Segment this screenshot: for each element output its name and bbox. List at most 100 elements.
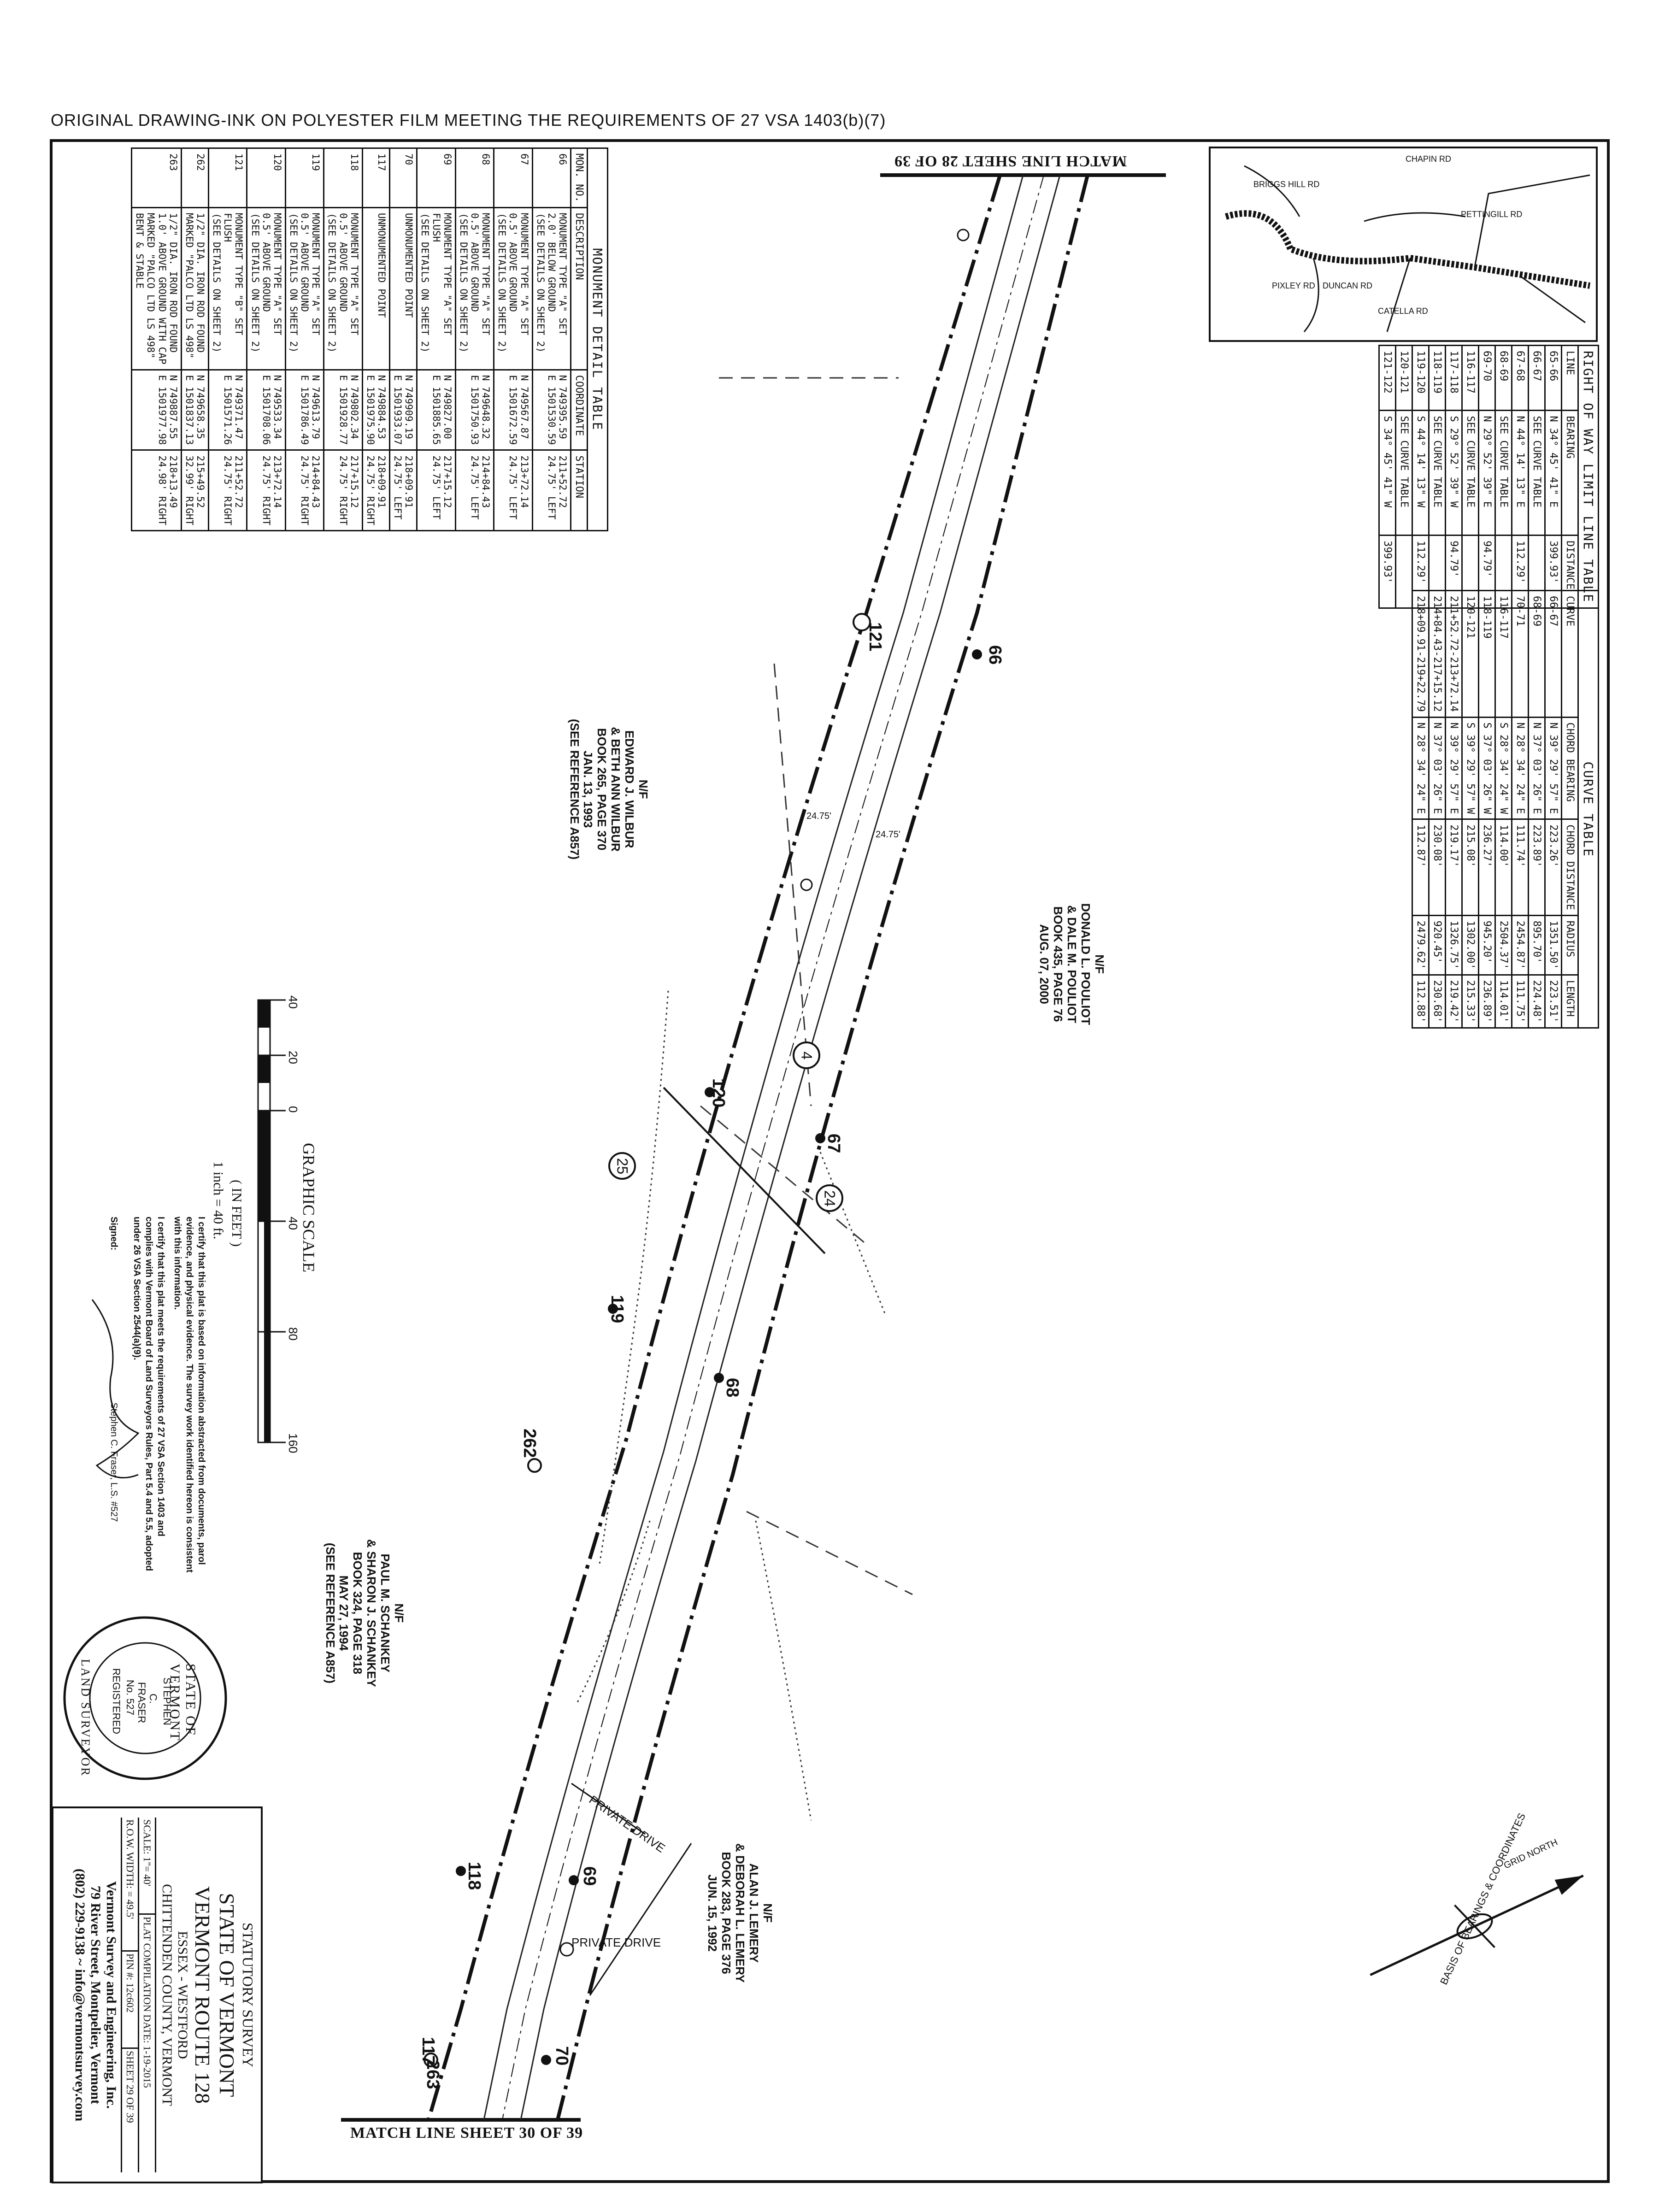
- cell: 112.88': [1412, 975, 1429, 1028]
- mon-col-station: STATION: [571, 450, 588, 531]
- cell: 118-119: [1429, 345, 1446, 411]
- map-label-catella: CATELLA RD: [1378, 306, 1428, 316]
- cell: MONUMENT TYPE "A" SET 2.0' BELOW GROUND …: [532, 207, 571, 370]
- map-label-pixley: PIXLEY RD: [1272, 281, 1315, 290]
- cell: N 749613.79 E 1501786.49: [285, 370, 324, 450]
- map-label-pettingill: PETTINGILL RD: [1461, 210, 1523, 219]
- cell: 68: [455, 148, 494, 208]
- cell: 262: [181, 148, 209, 208]
- cell: S 29° 52' 39" W: [1445, 410, 1462, 535]
- certification-p1: I certify that this plat is based on inf…: [172, 1217, 206, 1573]
- cell: 70: [389, 148, 417, 208]
- cell: MONUMENT TYPE "B" SET FLUSH (SEE DETAILS…: [208, 207, 247, 370]
- cell: 111.75': [1512, 975, 1529, 1028]
- cell: [1395, 535, 1412, 608]
- row-width: R.O.W. WIDTH: = 49.5': [122, 1818, 138, 1952]
- cell: 120-121: [1462, 590, 1479, 718]
- cell: 223.51': [1545, 975, 1562, 1028]
- owner-label-lemery: N/F ALAN J. LEMERY & DEBORAH L. LEMERY B…: [706, 1843, 775, 1983]
- firm-address: 79 River Street, Montpelier, Vermont: [88, 1885, 103, 2105]
- cell: 69-70: [1478, 345, 1495, 411]
- seal-name1: STEPHEN: [161, 1677, 173, 1725]
- cell: MONUMENT TYPE "A" SET FLUSH (SEE DETAILS…: [417, 207, 456, 370]
- cell: 67-68: [1512, 345, 1529, 411]
- cell: 1/2" DIA. IRON ROD FOUND 1.0' ABOVE GROU…: [131, 207, 182, 370]
- cell: S 44° 14' 13" W: [1412, 410, 1429, 535]
- cell: 1/2" DIA. IRON ROD FOUND MARKED "PALCO L…: [181, 207, 209, 370]
- cell: N 749909.19 E 1501933.07: [389, 370, 417, 450]
- sheet-number: SHEET 29 OF 39: [124, 2051, 136, 2123]
- cell: N 749802.34 E 1501928.77: [324, 370, 363, 450]
- surveyor-name: Stephen C. Fraser, L.S. #527: [109, 1402, 119, 1522]
- drawing-frame: [50, 139, 1610, 2183]
- map-label-briggs: BRIGGS HILL RD: [1253, 180, 1320, 189]
- cell: N 28° 34' 24" E: [1412, 717, 1429, 819]
- monument-label-120: 120: [709, 1078, 728, 1108]
- pin-number: PIN #: 12c602: [122, 1952, 138, 2049]
- monument-label-118: 118: [465, 1862, 484, 1890]
- plat-date: PLAT COMPILATION DATE: 1-19-2015: [141, 1917, 153, 2088]
- cell: S 37° 03' 26" W: [1478, 717, 1495, 819]
- cell: 121-122: [1379, 345, 1396, 411]
- monument-detail-table: MONUMENT DETAIL TABLE MON. NO. DESCRIPTI…: [131, 147, 608, 531]
- cell: 214+84.43 24.75' LEFT: [455, 450, 494, 531]
- cell: 114.01': [1495, 975, 1512, 1028]
- drawing-note: ORIGINAL DRAWING-INK ON POLYESTER FILM M…: [51, 111, 886, 129]
- cell: 2479.62': [1412, 915, 1429, 975]
- monument-label-68: 68: [723, 1378, 742, 1398]
- cell: N 749648.32 E 1501750.93: [455, 370, 494, 450]
- cell: 213+72.14 24.75' RIGHT: [247, 450, 286, 531]
- certification-block: I certify that this plat is based on inf…: [108, 1217, 207, 1576]
- cell: 217+15.12 24.75' RIGHT: [324, 450, 363, 531]
- surveyor-seal: STATE OF VERMONT LAND SURVEYOR STEPHEN C…: [60, 1613, 230, 1783]
- curve-col-length: LENGTH: [1561, 975, 1578, 1028]
- cell: 215+49.52 32.99' RIGHT: [181, 450, 209, 531]
- cell: 399.93': [1379, 535, 1396, 608]
- map-label-duncan: DUNCAN RD: [1323, 281, 1372, 290]
- cell: 118: [324, 148, 363, 208]
- cell: S 28° 34' 24" W: [1495, 717, 1512, 819]
- seal-registered: REGISTERED: [111, 1668, 122, 1735]
- title-block-content: STATUTORY SURVEY STATE OF VERMONT VERMON…: [72, 1818, 256, 2172]
- cell: MONUMENT TYPE "A" SET 0.5' ABOVE GROUND …: [494, 207, 533, 370]
- seal-bottom-text: LAND SURVEYOR: [79, 1659, 92, 1777]
- cell: 211+52.72 24.75' LEFT: [532, 450, 571, 531]
- cell: 219.42': [1445, 975, 1462, 1028]
- parcel-number-text: 25: [614, 1158, 631, 1174]
- monument-label-67: 67: [824, 1134, 843, 1153]
- cell: S 34° 45' 41" W: [1379, 410, 1396, 535]
- seal-name3: FRASER: [136, 1682, 147, 1724]
- width-label-2: 24.75': [876, 830, 900, 840]
- curve-col-chord-bearing: CHORD BEARING: [1561, 717, 1578, 819]
- match-line-bottom: MATCH LINE SHEET 30 OF 39: [350, 2124, 583, 2141]
- cell: 223.26': [1545, 819, 1562, 916]
- state-name: STATE OF VERMONT: [215, 1893, 239, 2097]
- firm-contact: (802) 229-9138 ~ info@vermontsurvey.com: [72, 1868, 88, 2122]
- scale-text: SCALE: 1"= 40': [139, 1818, 155, 1915]
- cell: 215.33': [1462, 975, 1479, 1028]
- scale-tick-40b: 40: [286, 1217, 300, 1230]
- cell: 230.68': [1429, 975, 1446, 1028]
- cell: 112.87': [1412, 819, 1429, 916]
- cell: N 749371.47 E 1501571.26: [208, 370, 247, 450]
- cell: 120-121: [1395, 345, 1412, 411]
- cell: 236.27': [1478, 819, 1495, 916]
- cell: 219.17': [1445, 819, 1462, 916]
- cell: 895.70': [1528, 915, 1545, 975]
